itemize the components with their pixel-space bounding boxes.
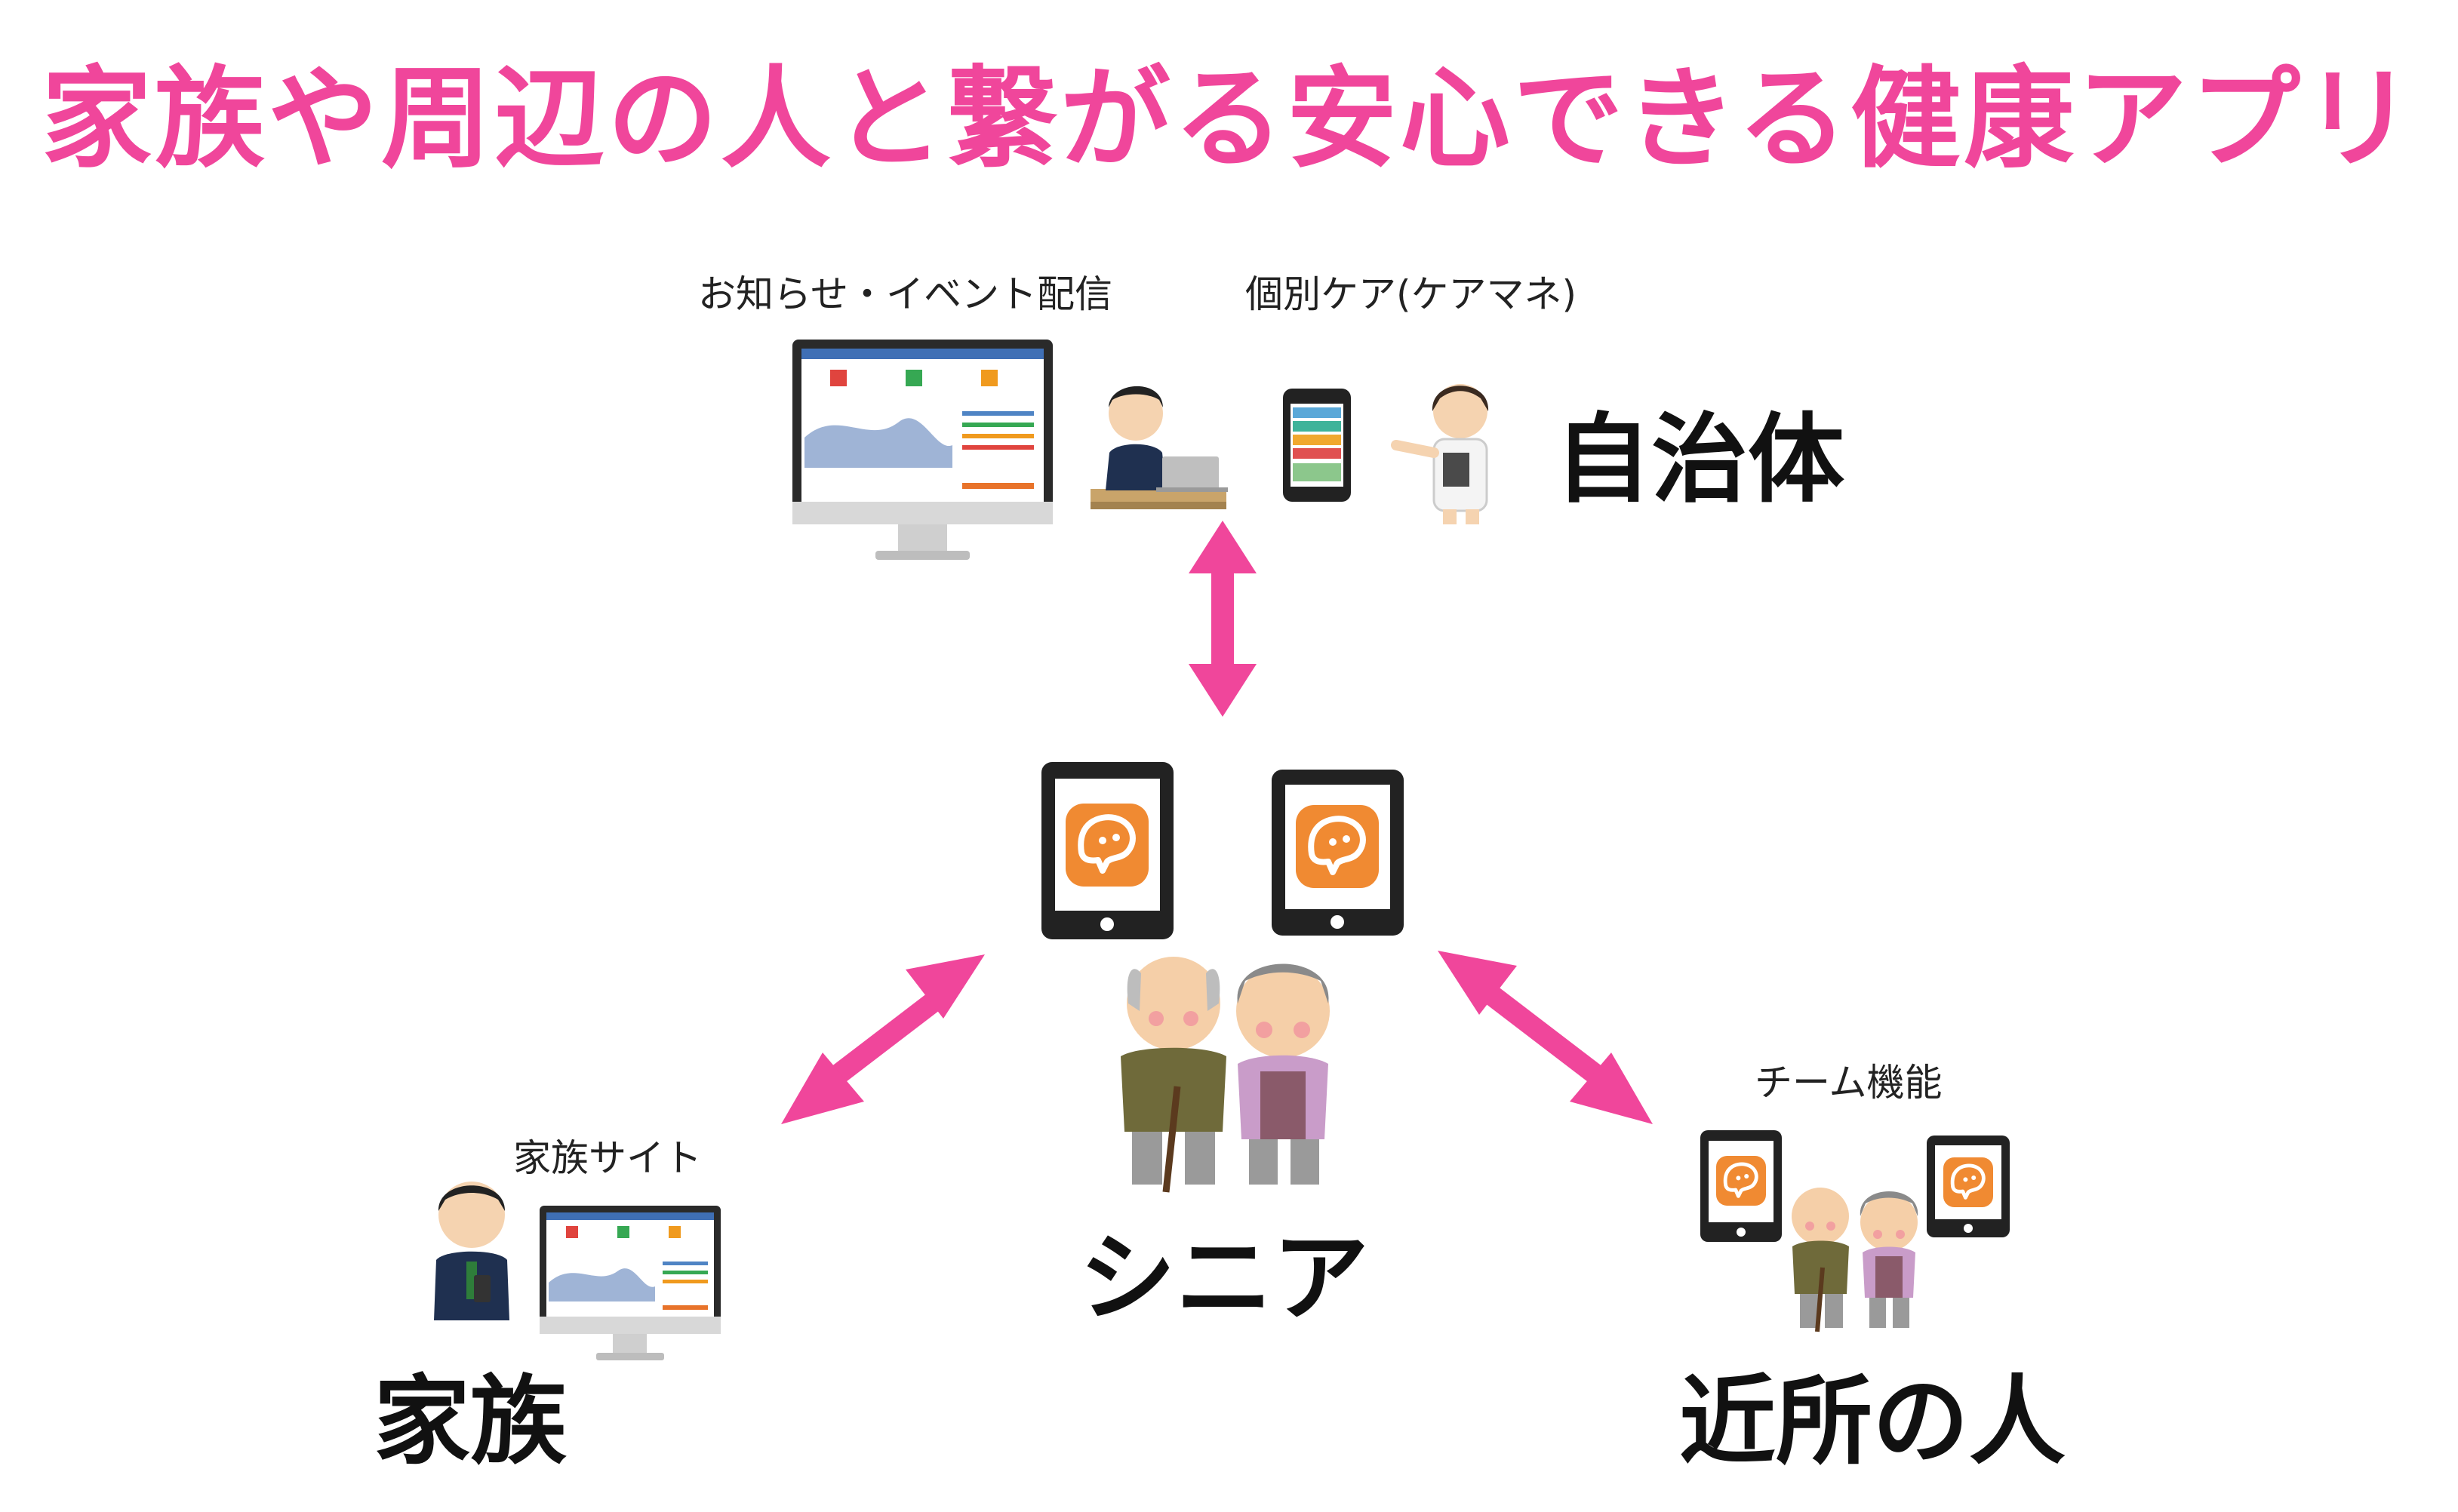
senior-label: シニア	[1079, 1222, 1370, 1335]
arrow-senior-family	[781, 954, 985, 1124]
care-caption: 個別ケア(ケアマネ)	[1245, 272, 1577, 316]
family-caption: 家族サイト	[513, 1136, 702, 1180]
senior-tablet-left-icon	[1041, 762, 1174, 939]
care-manager-icon	[1391, 384, 1489, 524]
senior-tablet-right-icon	[1272, 770, 1404, 936]
family-label: 家族	[374, 1366, 568, 1478]
neighbor-elderly-woman-icon	[1860, 1191, 1918, 1328]
neighbor-tablet-left-icon	[1700, 1130, 1782, 1242]
arrow-municipality-senior	[1189, 521, 1257, 717]
notice-caption: お知らせ・イベント配信	[698, 272, 1112, 316]
smartphone-icon	[1283, 389, 1351, 502]
family-site-monitor-icon	[540, 1206, 721, 1360]
arrow-senior-neighbors	[1438, 951, 1653, 1124]
neighbor-tablet-right-icon	[1927, 1136, 2010, 1237]
staff-laptop-icon	[1091, 386, 1228, 509]
elderly-man-icon	[1121, 957, 1226, 1193]
neighbor-elderly-man-icon	[1792, 1188, 1849, 1332]
dashboard-monitor-icon	[792, 340, 1053, 560]
neighbors-label: 近所の人	[1679, 1366, 2066, 1478]
page-title: 家族や周辺の人と繋がる安心できる健康アプリ	[41, 55, 2417, 183]
elderly-woman-icon	[1236, 963, 1330, 1185]
family-member-icon	[434, 1182, 509, 1320]
team-caption: チーム機能	[1755, 1061, 1943, 1105]
municipality-label: 自治体	[1555, 404, 1845, 516]
